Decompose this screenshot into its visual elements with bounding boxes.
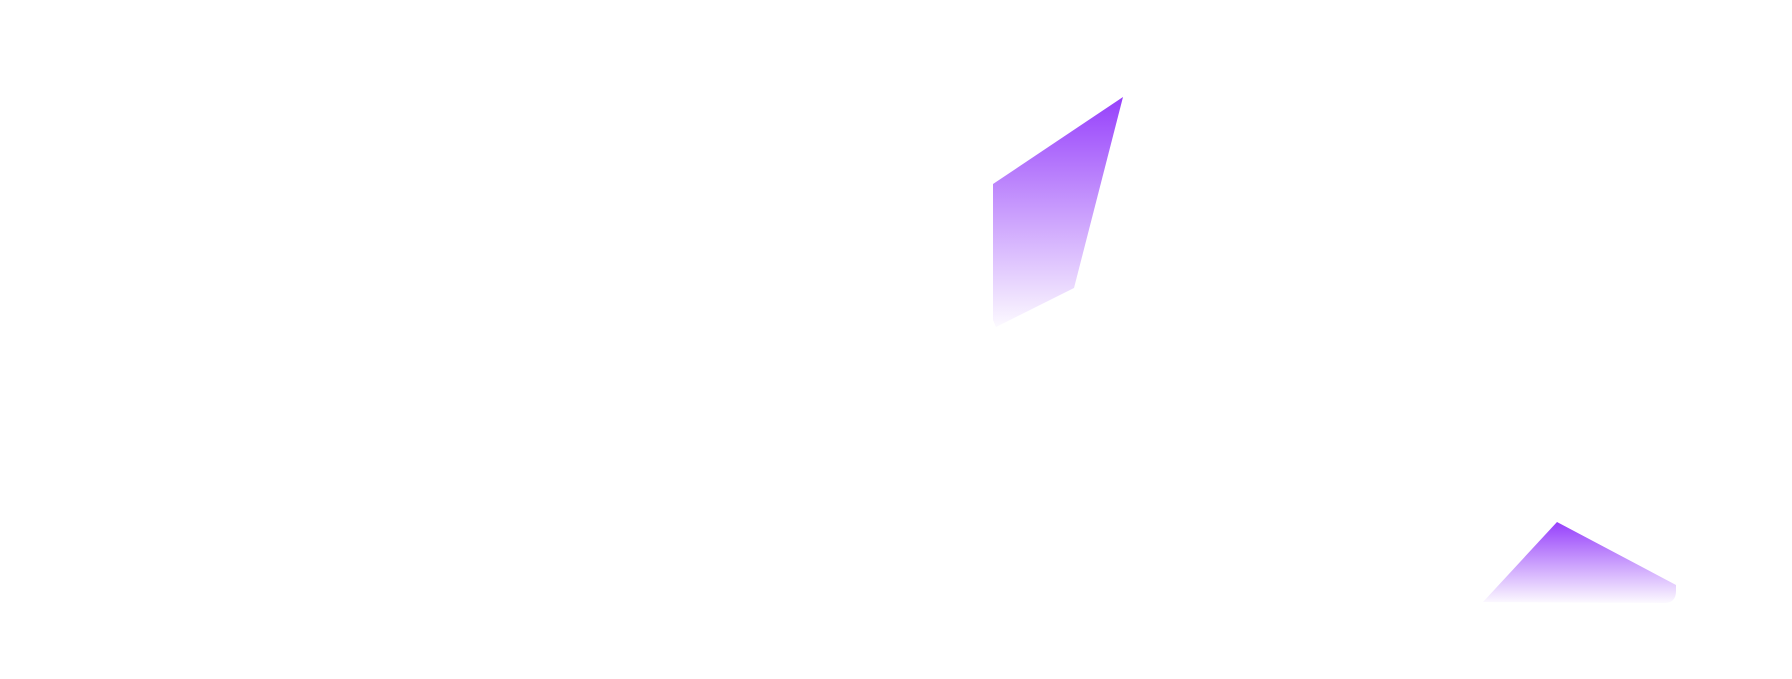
lower-gradient-shard [1483, 522, 1676, 603]
upper-gradient-shard [993, 97, 1123, 327]
